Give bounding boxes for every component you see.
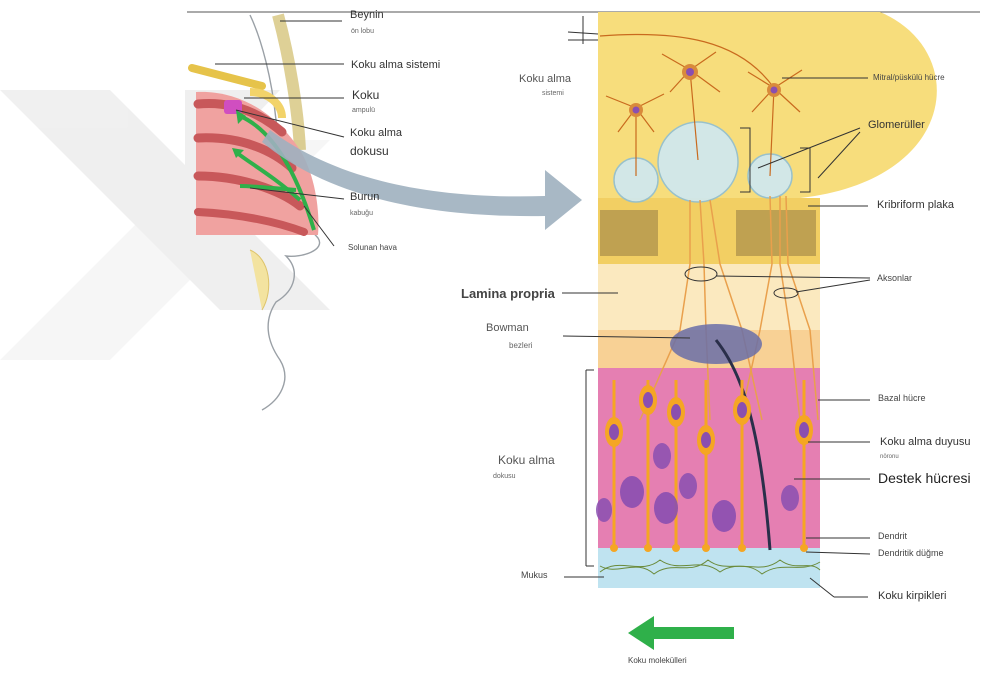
label-brain-front-lobe: Beynin [350,9,384,21]
label-olfactory-neuron: Koku alma duyusu [880,436,971,448]
label-basal-cell: Bazal hücre [878,393,926,403]
label-axons: Aksonlar [877,273,912,283]
label-olfactory-cilia: Koku kirpikleri [878,590,946,602]
label-dendrite: Dendrit [878,531,907,541]
label-brain-front-lobe-sub: ön lobu [351,28,374,35]
label-lamina-propria: Lamina propria [461,286,555,301]
label-bowman-glands-sub: bezleri [509,341,533,350]
label-support-cell: Destek hücresi [878,470,971,486]
label-olfactory-bulb-sub: ampulü [352,107,375,114]
label-nasal-concha-sub: kabuğu [350,210,373,217]
head-section [192,15,320,410]
label-olfactory-system-right: Koku alma [519,73,571,85]
label-olfactory-tissue-right: Koku alma [498,453,555,467]
label-inhaled-air: Solunan hava [348,243,397,252]
label-glomeruli: Glomerüller [868,119,925,131]
label-odor-molecules: Koku molekülleri [628,656,687,665]
label-olfactory-neuron-sub: nöronu [880,454,899,460]
label-olfactory-tissue-left-sub: dokusu [350,144,389,158]
label-bowman-glands: Bowman [486,322,529,334]
label-olfactory-bulb: Koku [352,88,379,102]
label-mitral-cell: Mitral/püskülü hücre [873,73,945,82]
label-olfactory-system-right-sub: sistemi [542,90,564,97]
olfactory-bulb-marker [224,100,242,114]
label-mucus: Mukus [521,570,548,580]
label-cribriform-plate: Kribriform plaka [877,199,954,211]
label-dendritic-knob: Dendritik düğme [878,548,944,558]
label-olfactory-tissue-right-sub: dokusu [493,473,516,480]
label-olfactory-tissue-left: Koku alma [350,127,402,139]
mucus-layer [598,548,820,588]
label-olfactory-system-left: Koku alma sistemi [351,59,440,71]
odor-arrow [628,616,734,650]
label-nasal-concha: Burun [350,191,379,203]
